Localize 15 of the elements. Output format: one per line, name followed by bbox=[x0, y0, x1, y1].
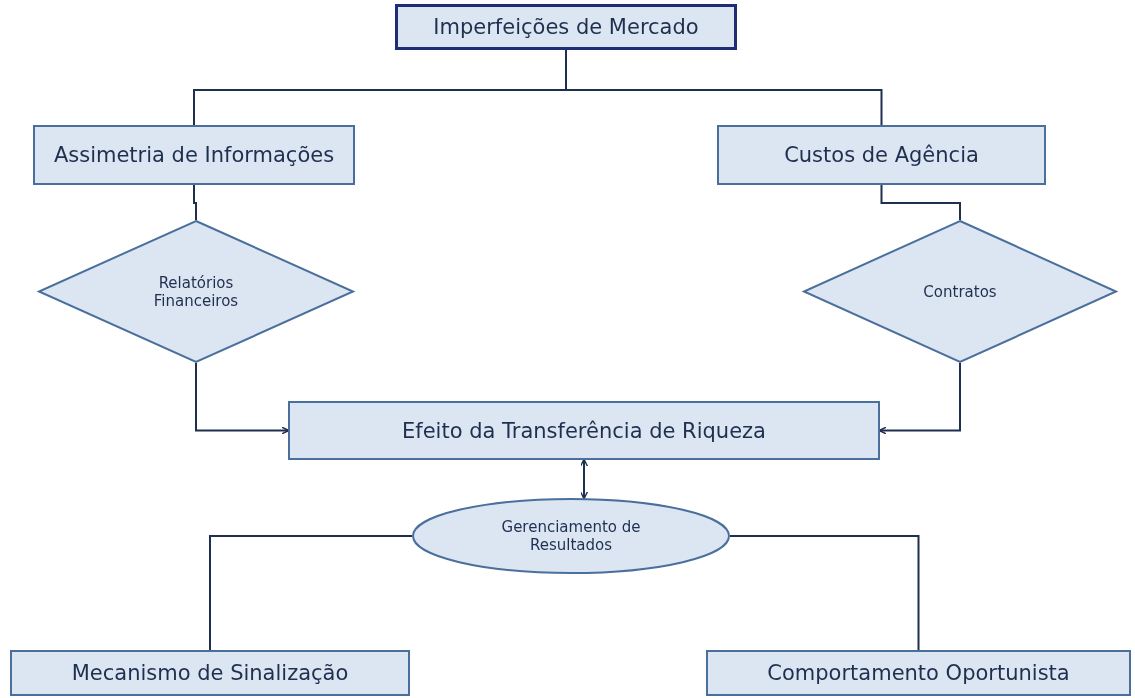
decision-diamond: Contratos bbox=[803, 220, 1117, 363]
arrow bbox=[195, 362, 290, 435]
decision-diamond: Relatórios Financeiros bbox=[38, 220, 354, 363]
process-box: Efeito da Transferência de Riqueza bbox=[288, 401, 880, 460]
arrow bbox=[579, 458, 589, 500]
process-box: Comportamento Oportunista bbox=[706, 650, 1131, 696]
process-box: Custos de Agência bbox=[717, 125, 1046, 185]
process-box: Mecanismo de Sinalização bbox=[10, 650, 410, 696]
title-box: Imperfeições de Mercado bbox=[395, 4, 737, 50]
process-ellipse: Gerenciamento de Resultados bbox=[412, 498, 730, 574]
connector-line bbox=[880, 184, 961, 221]
process-box: Assimetria de Informações bbox=[33, 125, 355, 185]
connector-line bbox=[193, 184, 197, 221]
connector-line bbox=[729, 535, 920, 651]
connector-line bbox=[209, 535, 413, 651]
